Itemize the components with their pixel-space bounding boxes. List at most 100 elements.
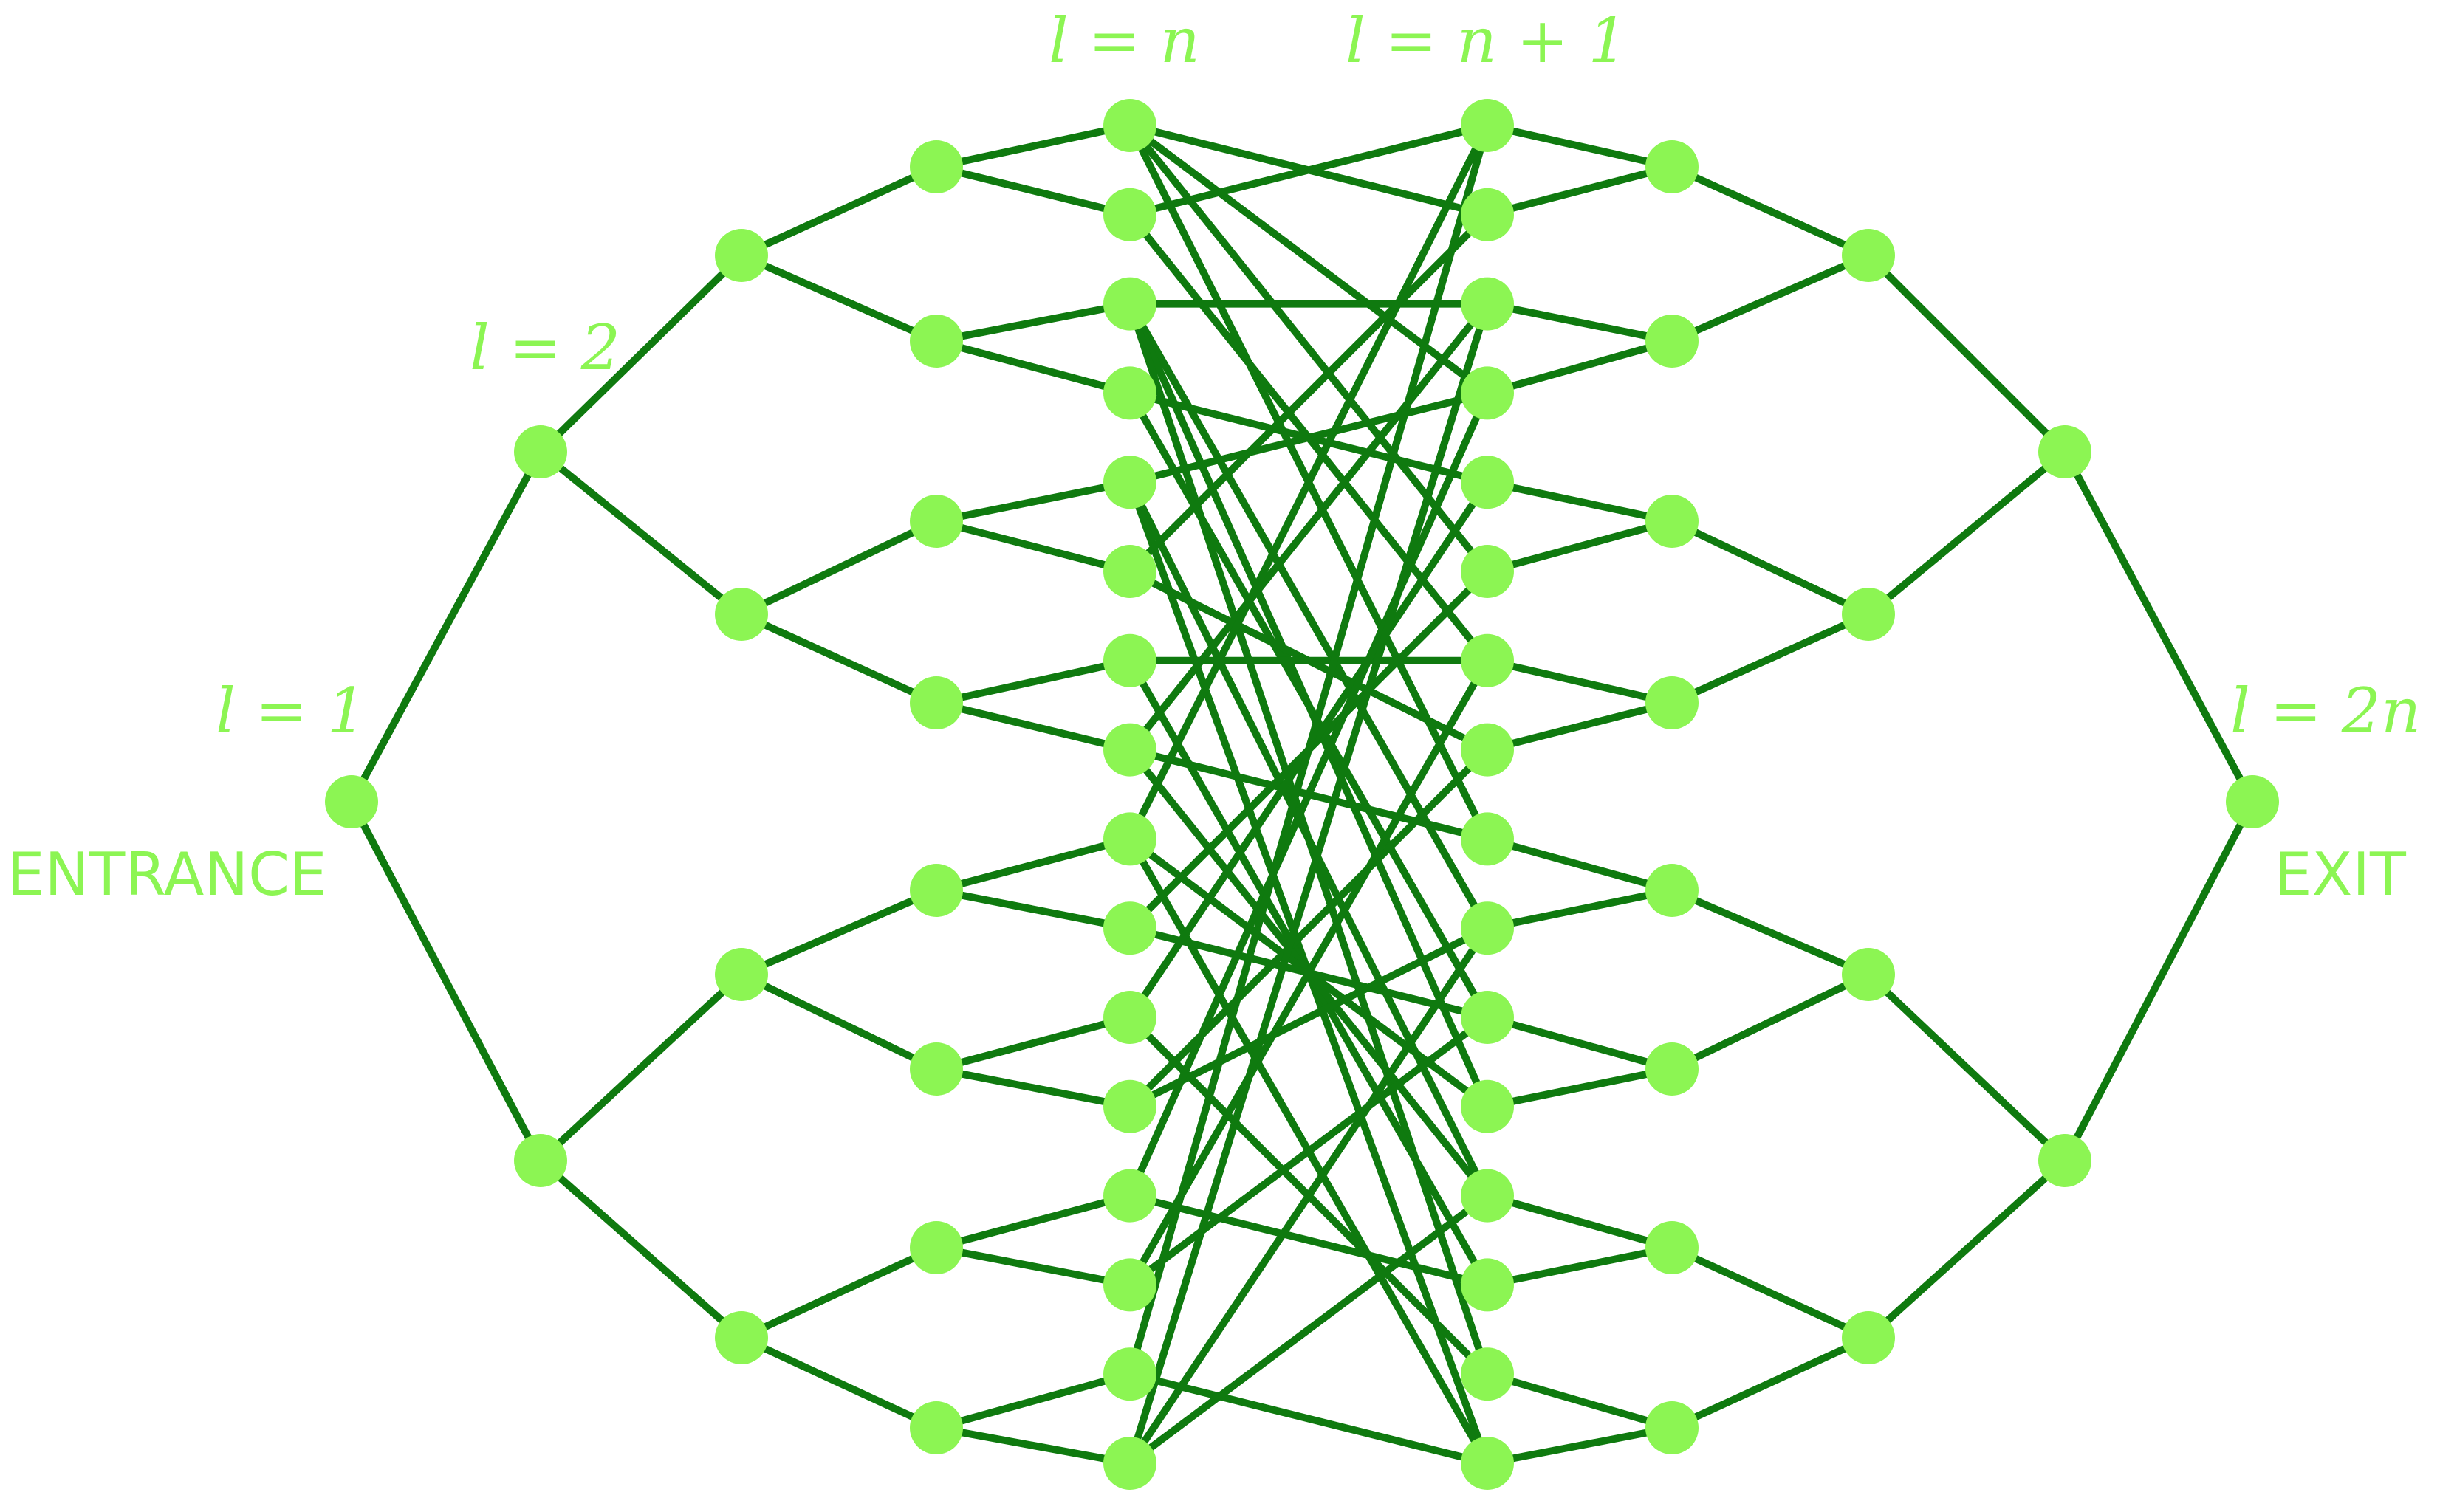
level-label-2: l = 2 xyxy=(470,312,620,384)
glue-edge xyxy=(1126,389,1491,1200)
graph-node xyxy=(1645,140,1699,193)
tree-edge xyxy=(1484,1424,1676,1467)
tree-edge xyxy=(738,611,940,707)
graph-node xyxy=(910,864,963,917)
tree-edge xyxy=(1484,656,1676,707)
graph-node xyxy=(1103,723,1156,777)
tree-edge xyxy=(1668,611,1872,707)
graph-node xyxy=(910,1401,963,1454)
tree-edge xyxy=(1484,1014,1676,1073)
tree-edge xyxy=(1484,518,1676,575)
graph-node xyxy=(715,948,768,1001)
graph-edges xyxy=(348,122,2256,1467)
tree-edge xyxy=(1484,1065,1676,1110)
tree-edge xyxy=(738,163,940,259)
glue-edge xyxy=(1126,924,1491,1467)
tree-edge xyxy=(348,798,544,1164)
tree-edge xyxy=(933,1424,1134,1467)
tree-edge xyxy=(1484,337,1676,397)
tree-edge xyxy=(1668,252,1872,345)
tree-edge xyxy=(1484,835,1676,894)
glue-edge xyxy=(1126,210,1491,575)
graph-node xyxy=(1103,1169,1156,1223)
tree-edge xyxy=(933,337,1134,397)
glue-edge xyxy=(1126,656,1491,1289)
graph-node xyxy=(1461,545,1514,598)
graph-node xyxy=(1461,366,1514,420)
glue-edge xyxy=(1126,1370,1491,1467)
graph-node xyxy=(1103,991,1156,1044)
graph-node xyxy=(910,495,963,548)
graph-node xyxy=(1103,1437,1156,1490)
tree-edge xyxy=(1865,448,2069,618)
graph-node xyxy=(1842,1311,1895,1364)
tree-edge xyxy=(537,252,745,456)
tree-edge xyxy=(933,1014,1134,1073)
glue-edge xyxy=(1126,122,1491,1378)
entrance-node xyxy=(325,775,378,828)
level-label-1: l = 1 xyxy=(216,675,366,747)
exit-label: EXIT xyxy=(2275,840,2407,909)
graph-node xyxy=(1461,1169,1514,1223)
graph-node xyxy=(1103,456,1156,509)
graph-node xyxy=(1461,1079,1514,1133)
tree-edge xyxy=(1865,252,2069,456)
tree-edge xyxy=(1484,699,1676,754)
tree-edge xyxy=(933,1370,1134,1432)
level-label-2n: l = 2n xyxy=(2230,675,2421,747)
tree-edge xyxy=(2061,448,2256,805)
glue-edge xyxy=(1126,389,1491,1021)
graph-node xyxy=(1461,991,1514,1044)
graph-node xyxy=(1461,1347,1514,1401)
tree-edge xyxy=(738,518,940,618)
glue-edge xyxy=(1126,300,1491,754)
tree-edge xyxy=(1865,1157,2069,1341)
graph-node xyxy=(1461,633,1514,687)
tree-edge xyxy=(537,448,745,618)
tree-edge xyxy=(537,1157,745,1341)
graph-node xyxy=(1645,1221,1699,1274)
graph-node xyxy=(1461,99,1514,152)
tree-edge xyxy=(738,971,940,1073)
glue-edge xyxy=(1126,122,1491,219)
tree-edge xyxy=(933,518,1134,575)
tree-edge xyxy=(1484,887,1676,932)
exit-node xyxy=(2226,775,2279,828)
graph-node xyxy=(1103,188,1156,241)
graph-node xyxy=(1461,812,1514,866)
graph-node xyxy=(910,1042,963,1096)
tree-edge xyxy=(933,699,1134,754)
tree-edge xyxy=(1668,163,1872,259)
graph-node xyxy=(1461,1258,1514,1312)
graph-node xyxy=(2038,1134,2091,1187)
glue-edge xyxy=(1126,924,1491,1110)
tree-edge xyxy=(1668,887,1872,978)
tree-edge xyxy=(1484,1370,1676,1432)
tree-edge xyxy=(933,122,1134,171)
graph-node xyxy=(1842,948,1895,1001)
graph-node xyxy=(1461,901,1514,955)
level-label-n-plus-1: l = n + 1 xyxy=(1346,4,1628,77)
tree-edge xyxy=(933,656,1134,707)
tree-edge xyxy=(738,252,940,345)
graph-node xyxy=(1103,901,1156,955)
glue-edge xyxy=(1126,1192,1491,1289)
graph-node xyxy=(1103,1347,1156,1401)
graph-node xyxy=(1645,1401,1699,1454)
graph-node xyxy=(1461,277,1514,331)
tree-edge xyxy=(2061,798,2256,1164)
tree-edge xyxy=(933,1244,1134,1289)
tree-edge xyxy=(933,163,1134,219)
tree-edge xyxy=(738,887,940,978)
tree-edge xyxy=(933,478,1134,525)
tree-edge xyxy=(1865,971,2069,1164)
graph-node xyxy=(1103,545,1156,598)
tree-edge xyxy=(933,887,1134,932)
entrance-label: ENTRANCE xyxy=(7,840,327,909)
graph-node xyxy=(1103,633,1156,687)
graph-node xyxy=(910,315,963,368)
graph-node xyxy=(1461,723,1514,777)
graph-node xyxy=(1645,1042,1699,1096)
tree-edge xyxy=(933,1192,1134,1251)
graph-node xyxy=(1103,1258,1156,1312)
